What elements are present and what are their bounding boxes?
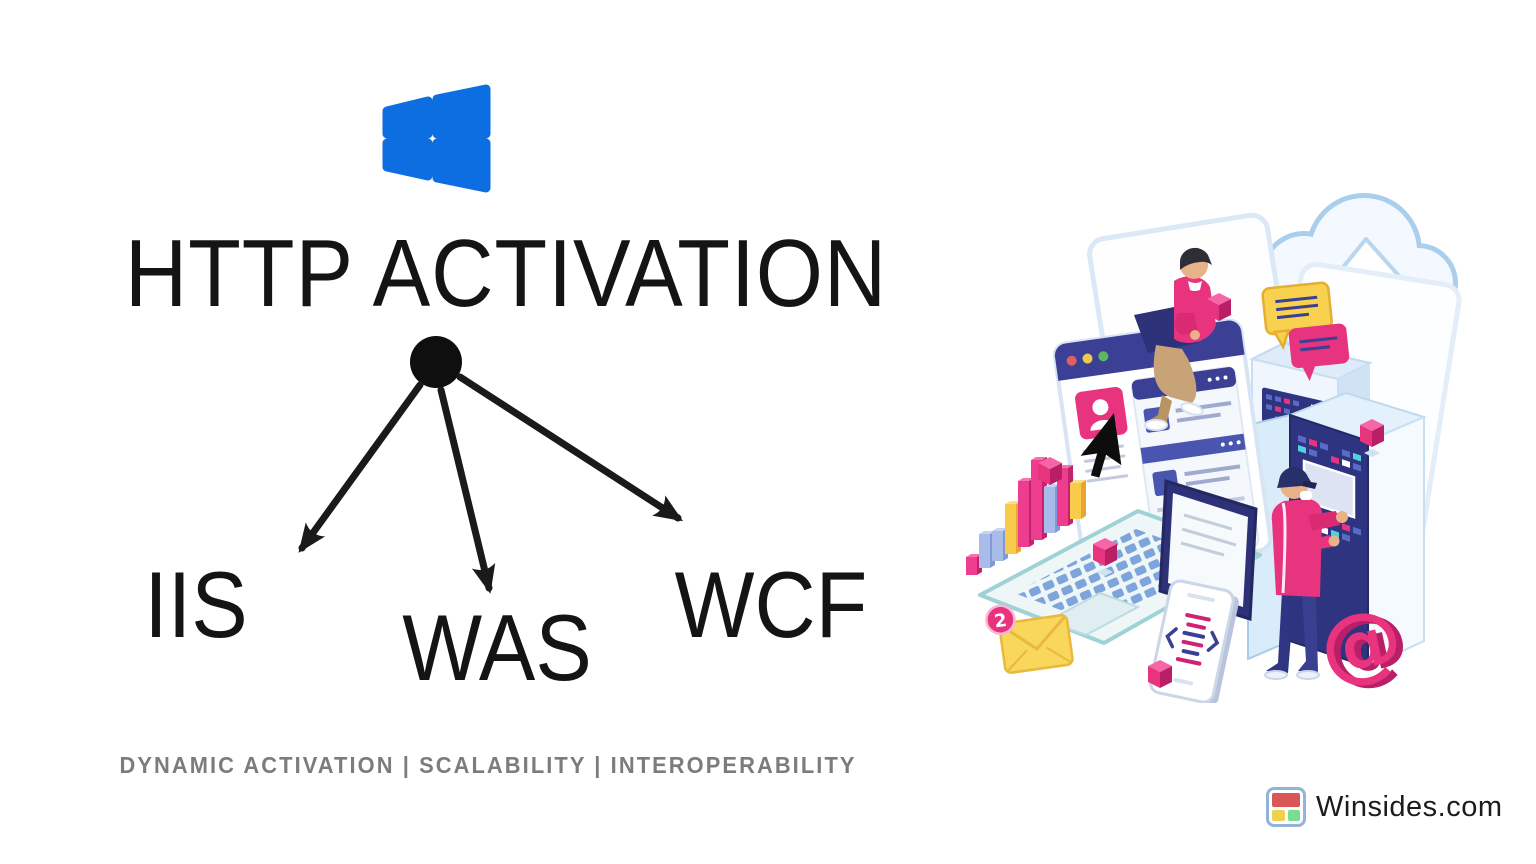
page-title: HTTP ACTIVATION (124, 220, 888, 327)
data-cube (1360, 419, 1384, 457)
node-label-was: WAS (402, 595, 592, 700)
arrow-to-iis (298, 381, 424, 553)
data-cube (1038, 457, 1062, 485)
bar-9 (1070, 480, 1086, 519)
window-maximize-dot (1098, 351, 1109, 362)
tagline: DYNAMIC ACTIVATION | SCALABILITY | INTER… (119, 752, 857, 778)
windows-flag-icon (382, 84, 491, 193)
svg-text:@: @ (1311, 589, 1411, 699)
isometric-illustration: 2 @ @ (966, 193, 1462, 703)
yellow-chat-bubble-icon (1261, 281, 1334, 351)
logo-yellow-tile (1272, 810, 1285, 821)
data-cube (1093, 538, 1117, 576)
window-minimize-dot (1082, 353, 1093, 364)
standing-engineer (1264, 467, 1348, 680)
bar-chart (966, 457, 1086, 575)
node-label-wcf: WCF (674, 552, 868, 657)
watermark: Winsides.com (1266, 787, 1503, 827)
at-symbol-icon: @ @ (1311, 589, 1418, 702)
root-node-dot (410, 336, 462, 388)
logo-green-tile (1287, 810, 1300, 821)
winsides-logo-icon (1266, 787, 1306, 827)
email-envelope: 2 (985, 604, 1074, 674)
sitting-developer (1134, 247, 1216, 431)
chat-bubbles (1261, 281, 1350, 382)
tree-connectors (298, 336, 684, 594)
arrow-to-wcf (456, 373, 684, 522)
svg-text:2: 2 (993, 610, 1008, 633)
data-cube (1148, 660, 1172, 688)
svg-text:@: @ (1318, 592, 1418, 702)
code-chevron-left (1165, 627, 1178, 649)
pink-chat-bubble-icon (1288, 323, 1350, 382)
data-cube (1207, 293, 1231, 321)
window-close-dot (1066, 355, 1077, 366)
node-label-iis: IIS (144, 552, 248, 657)
arrow-to-was (437, 386, 496, 594)
laptop-trackpad (1045, 591, 1141, 637)
data-cubes (1038, 293, 1384, 688)
watermark-text: Winsides.com (1316, 790, 1503, 823)
logo-red-tile (1272, 793, 1300, 807)
notification-badge: 2 (985, 604, 1016, 635)
code-chevron-right (1206, 630, 1220, 652)
cursor-arrow-icon (1080, 413, 1122, 478)
